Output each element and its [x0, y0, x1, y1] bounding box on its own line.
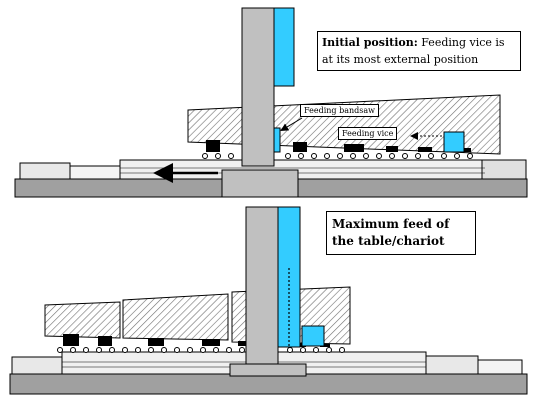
top-clamp-4	[386, 146, 398, 152]
top-table-rail-left	[19, 162, 71, 180]
initial-position-caption: Initial position: Feeding vice is at its…	[317, 31, 521, 71]
caption-body-text: Feeding vice is at its most external pos…	[322, 36, 505, 66]
bottom-column-foot	[229, 363, 307, 377]
top-panel	[14, 7, 528, 198]
bottom-table-rail-left	[11, 356, 63, 375]
top-table-surface	[119, 159, 486, 180]
bottom-panel	[9, 206, 528, 395]
bottom-clamp-6	[296, 343, 306, 347]
bottom-workpiece-1	[44, 301, 121, 339]
top-clamp-1	[206, 140, 220, 152]
bottom-table-rail-far-right	[477, 359, 523, 375]
caption-bold-text: Initial position:	[322, 36, 418, 49]
top-clamp-5	[418, 147, 432, 152]
feeding-bandsaw-label: Feeding bandsaw	[300, 104, 379, 117]
top-feeding-vice	[443, 131, 465, 153]
bottom-workpiece-2	[122, 293, 229, 341]
top-clamp-3	[344, 144, 364, 152]
top-column-foot	[221, 169, 299, 198]
bottom-clamp-5	[238, 341, 248, 346]
bottom-clamp-2	[98, 336, 112, 346]
maximum-feed-caption: Maximum feed of the table/chariot	[326, 211, 476, 255]
top-table-rail-mid	[69, 165, 121, 180]
bottom-clamp-4	[202, 339, 220, 346]
bottom-clamp-7	[320, 344, 330, 347]
top-clamp-2	[293, 142, 307, 152]
bottom-saw-column	[245, 206, 279, 366]
bottom-table-rail-right	[425, 355, 479, 375]
top-saw-column	[241, 7, 275, 167]
top-rollers	[202, 153, 473, 159]
bottom-clamp-1	[63, 334, 79, 346]
top-table-rail-right	[481, 159, 527, 180]
bottom-base-plate	[9, 373, 528, 395]
top-saw-blade-guard	[273, 7, 295, 87]
bottom-clamp-3	[148, 338, 164, 346]
top-bandsaw-arrow	[280, 117, 303, 132]
feeding-vice-label: Feeding vice	[338, 127, 398, 140]
bottom-feeding-vice	[301, 325, 325, 347]
bottom-rollers	[57, 347, 345, 353]
